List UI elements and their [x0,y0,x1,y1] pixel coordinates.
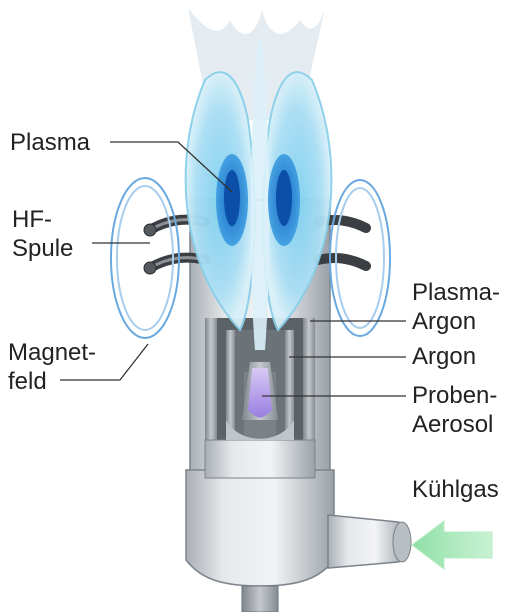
label-hf-spule-line1: HF- [12,205,73,234]
label-plasma-text: Plasma [10,128,90,157]
label-proben-aerosol: Proben- Aerosol [412,381,497,439]
arrow-left-icon [412,521,492,569]
label-magnetfeld-line1: Magnet- [8,338,96,367]
label-kuehlgas-text: Kühlgas [412,475,499,504]
label-kuehlgas: Kühlgas [412,475,499,504]
label-proben-aerosol-line1: Proben- [412,381,497,410]
label-plasma-argon: Plasma- Argon [412,278,500,336]
label-magnetfeld: Magnet- feld [8,338,96,396]
label-argon-text: Argon [412,342,476,371]
label-hf-spule-line2: Spule [12,234,73,263]
label-hf-spule: HF- Spule [12,205,73,263]
coil-ends [144,224,156,274]
label-magnetfeld-line2: feld [8,367,96,396]
label-argon: Argon [412,342,476,371]
label-plasma-argon-line1: Plasma- [412,278,500,307]
label-plasma: Plasma [10,128,90,157]
label-plasma-argon-line2: Argon [412,307,500,336]
label-proben-aerosol-line2: Aerosol [412,410,497,439]
